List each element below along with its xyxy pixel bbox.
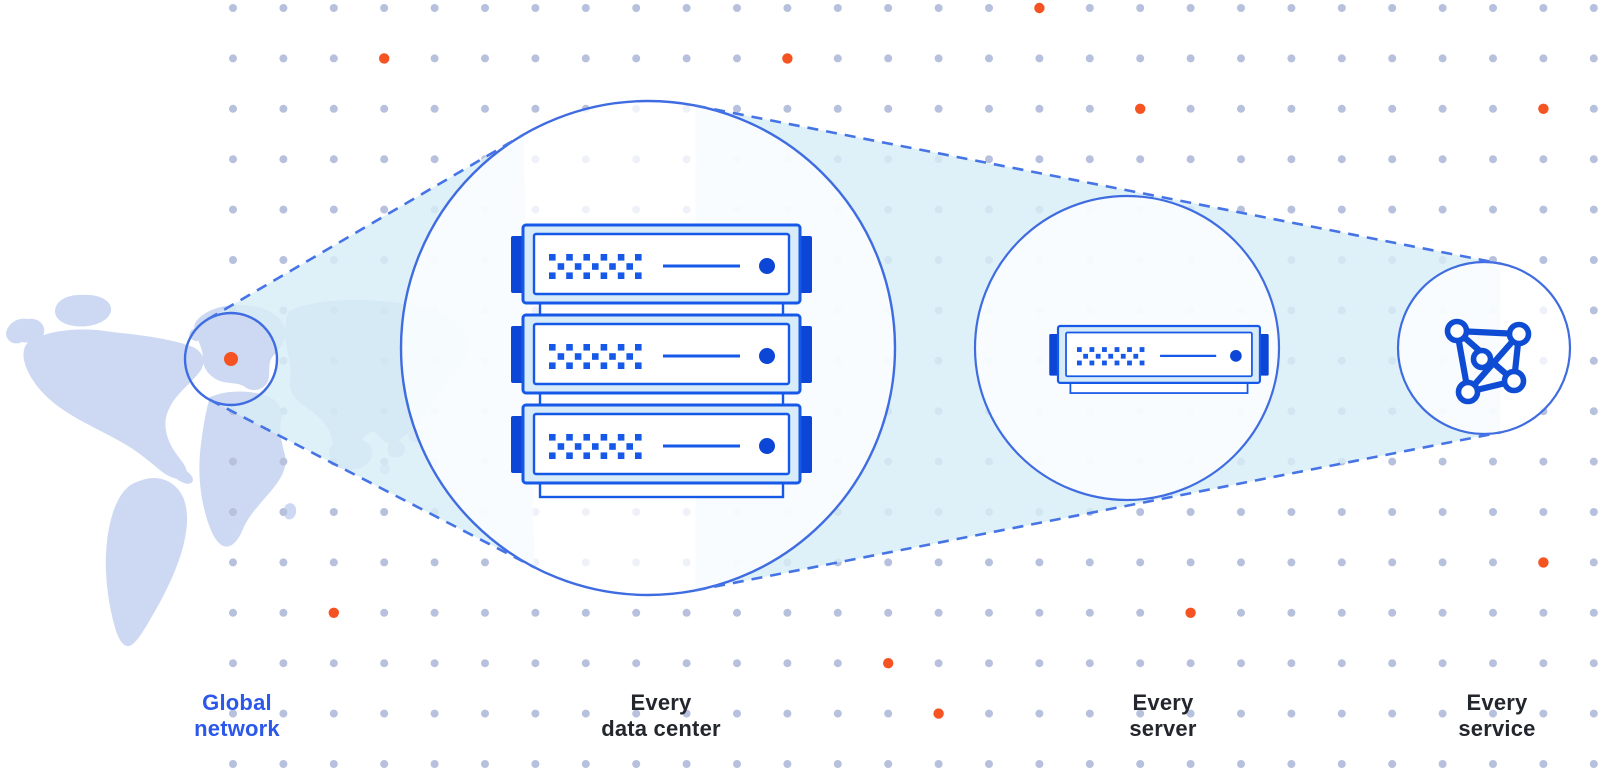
network-node — [1506, 321, 1532, 347]
label-every-server: Every server — [1129, 690, 1196, 741]
map-location-marker — [224, 352, 238, 366]
label-line: Global — [202, 690, 272, 715]
network-node — [1444, 318, 1470, 344]
label-line: data center — [601, 715, 721, 741]
datacenter-server-stack — [511, 223, 812, 499]
server-faceplate — [532, 232, 791, 296]
server-led — [759, 258, 775, 274]
label-line: Every — [1132, 690, 1194, 715]
label-every-data-center: Every data center — [601, 690, 721, 741]
network-node — [1455, 379, 1481, 405]
server-led — [759, 348, 775, 364]
network-service-icon — [1444, 318, 1532, 405]
label-line: server — [1129, 715, 1197, 741]
label-global-network: Global network — [194, 690, 280, 741]
server-led — [759, 438, 775, 454]
label-line: Every — [1466, 690, 1528, 715]
server-faceplate — [1065, 331, 1253, 378]
label-line: Every — [630, 690, 692, 715]
zoom-dashed-lines — [207, 104, 1501, 592]
server-faceplate — [532, 412, 791, 476]
label-line: network — [194, 715, 280, 741]
label-every-service: Every service — [1458, 690, 1535, 741]
network-node — [1470, 347, 1494, 371]
single-server — [1049, 324, 1269, 394]
server-faceplate — [532, 322, 791, 386]
map-region-circle — [183, 311, 279, 407]
server-led — [1230, 350, 1242, 362]
network-node — [1501, 368, 1527, 394]
label-line: service — [1458, 715, 1536, 741]
